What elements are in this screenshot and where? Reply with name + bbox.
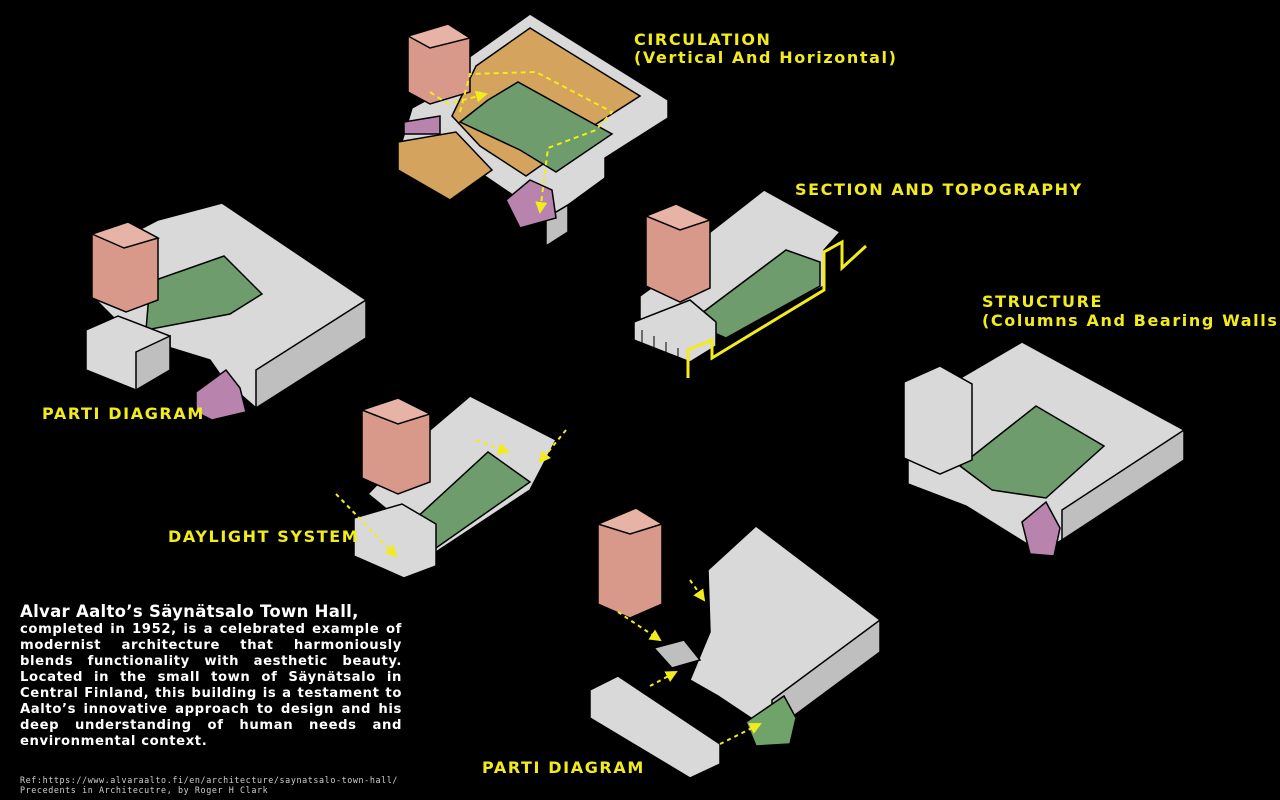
- label-parti-bottom: PARTI DIAGRAM: [482, 758, 645, 777]
- description-body: completed in 1952, is a celebrated examp…: [20, 622, 402, 749]
- daylight-diagram: [335, 395, 567, 579]
- parti-diagram-bottom: [589, 507, 881, 779]
- label-circulation: CIRCULATION: [634, 30, 772, 49]
- label-structure-sub: (Columns And Bearing Walls): [982, 311, 1280, 330]
- description-title: Alvar Aalto’s Säynätsalo Town Hall,: [20, 602, 359, 621]
- section-topography-diagram: [633, 189, 868, 378]
- structure-diagram: [903, 341, 1185, 568]
- description-block: Alvar Aalto’s Säynätsalo Town Hall, comp…: [20, 602, 402, 750]
- parti-diagram-left: [85, 202, 367, 421]
- label-structure: STRUCTURE: [982, 292, 1104, 311]
- circulation-diagram: [397, 13, 669, 248]
- label-daylight: DAYLIGHT SYSTEM: [168, 527, 360, 546]
- label-circulation-sub: (Vertical And Horizontal): [634, 48, 898, 67]
- reference-url: Ref:https://www.alvaraalto.fi/en/archite…: [20, 775, 399, 785]
- label-section: SECTION AND TOPOGRAPHY: [795, 180, 1083, 199]
- reference-block: Ref:https://www.alvaraalto.fi/en/archite…: [20, 775, 398, 795]
- label-parti-left: PARTI DIAGRAM: [42, 404, 205, 423]
- reference-book: Precedents in Architecutre, by Roger H C…: [20, 785, 269, 795]
